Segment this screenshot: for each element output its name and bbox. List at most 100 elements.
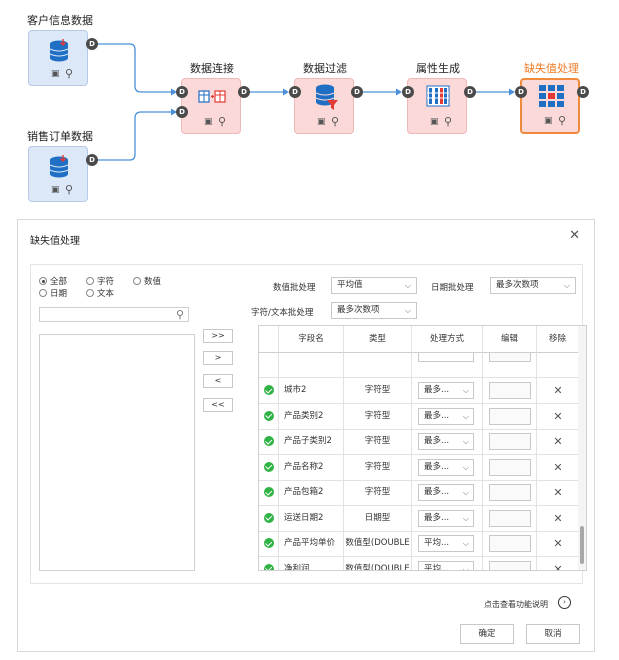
output-port[interactable]: D	[86, 154, 98, 166]
method-select[interactable]	[418, 353, 474, 362]
database-icon	[49, 155, 69, 178]
edit-input[interactable]	[489, 407, 531, 425]
radio-icon	[39, 289, 47, 297]
input-port[interactable]: D	[176, 106, 188, 118]
edit-input[interactable]	[489, 458, 531, 476]
operator-label-attribute: 属性生成	[416, 62, 460, 75]
operator-node-filter[interactable]: ▣ ⚲	[294, 78, 354, 134]
source-node-orders[interactable]: ▣ ⚲	[28, 146, 88, 202]
operator-node-attribute[interactable]: ▣ ⚲	[407, 78, 467, 134]
radio-all[interactable]: 全部	[39, 275, 67, 287]
edit-box[interactable]	[489, 353, 531, 362]
method-select[interactable]: 最多...⌵	[418, 407, 474, 425]
remove-icon[interactable]: ✕	[553, 537, 563, 550]
ok-button[interactable]: 确定	[460, 624, 514, 644]
magnifier-icon[interactable]: ⚲	[331, 115, 340, 128]
status-cell	[259, 531, 279, 556]
scrollbar[interactable]	[578, 326, 586, 570]
magnifier-icon[interactable]: ⚲	[218, 115, 227, 128]
source-node-customer[interactable]: ▣ ⚲	[28, 30, 88, 86]
edit-input[interactable]	[489, 433, 531, 450]
remove-icon[interactable]: ✕	[553, 562, 563, 571]
magnifier-icon[interactable]: ⚲	[558, 114, 567, 127]
remove-icon[interactable]: ✕	[553, 460, 563, 474]
remove-icon[interactable]: ✕	[553, 435, 563, 448]
preview-icon[interactable]: ▣	[51, 185, 60, 195]
output-port[interactable]: D	[238, 86, 250, 98]
columns-icon	[426, 85, 450, 107]
remove-icon[interactable]: ✕	[553, 486, 563, 499]
field-type-cell: 字符型	[344, 429, 412, 454]
radio-numeric[interactable]: 数值	[133, 275, 161, 287]
remove-icon[interactable]: ✕	[553, 409, 563, 423]
arrow-right-circle-icon[interactable]: ›	[558, 596, 571, 609]
edit-cell	[483, 403, 537, 429]
magnifier-icon[interactable]: ⚲	[444, 115, 453, 128]
chevron-down-icon: ⌵	[462, 539, 469, 548]
magnifier-icon[interactable]: ⚲	[65, 67, 74, 80]
chevron-down-icon: ⌵	[462, 386, 469, 395]
output-port[interactable]: D	[577, 86, 589, 98]
date-batch-select[interactable]: 最多次数项⌵	[490, 277, 576, 294]
edit-input[interactable]	[489, 560, 531, 570]
edit-cell	[483, 429, 537, 454]
input-port[interactable]: D	[176, 86, 188, 98]
available-fields-list[interactable]	[39, 334, 195, 571]
input-port[interactable]: D	[289, 86, 301, 98]
field-name-cell: 城市2	[279, 378, 344, 403]
cancel-button[interactable]: 取消	[526, 624, 580, 644]
edit-input[interactable]	[489, 382, 531, 399]
output-port[interactable]: D	[351, 86, 363, 98]
input-port[interactable]: D	[402, 86, 414, 98]
method-select[interactable]: 平均...⌵	[418, 535, 474, 552]
close-icon[interactable]: ✕	[569, 228, 580, 243]
edit-input[interactable]	[489, 535, 531, 552]
chevron-down-icon: ⌵	[404, 306, 411, 315]
method-cell: 最多...⌵	[412, 505, 483, 531]
method-select[interactable]: 最多...⌵	[418, 433, 474, 450]
radio-date[interactable]: 日期	[39, 287, 67, 299]
edit-input[interactable]	[489, 509, 531, 527]
output-port[interactable]: D	[464, 86, 476, 98]
method-select[interactable]: 最多...⌵	[418, 382, 474, 399]
move-left-button[interactable]: <	[203, 374, 233, 388]
operator-node-missing-value[interactable]: ▣ ⚲	[520, 78, 580, 134]
edit-cell	[483, 505, 537, 531]
field-name-cell: 产品平均单价	[279, 531, 344, 556]
operator-node-join[interactable]: ▣ ⚲	[181, 78, 241, 134]
chevron-down-icon: ⌵	[563, 281, 570, 290]
field-type-cell: 字符型	[344, 454, 412, 480]
preview-icon[interactable]: ▣	[430, 117, 439, 127]
search-icon: ⚲	[175, 308, 184, 321]
method-select[interactable]: 平均...⌵	[418, 560, 474, 570]
edit-input[interactable]	[489, 484, 531, 501]
method-select[interactable]: 最多...⌵	[418, 509, 474, 527]
help-link[interactable]: 点击查看功能说明	[484, 600, 548, 609]
method-select[interactable]: 最多...⌵	[418, 484, 474, 501]
remove-icon[interactable]: ✕	[553, 511, 563, 525]
preview-icon[interactable]: ▣	[204, 117, 213, 127]
text-batch-select[interactable]: 最多次数项⌵	[331, 302, 417, 319]
output-port[interactable]: D	[86, 38, 98, 50]
move-all-right-button[interactable]: >>	[203, 329, 233, 343]
column-header-status	[259, 326, 279, 353]
radio-string[interactable]: 字符	[86, 275, 114, 287]
move-right-button[interactable]: >	[203, 351, 233, 365]
numeric-batch-select[interactable]: 平均值⌵	[331, 277, 417, 294]
input-port[interactable]: D	[515, 86, 527, 98]
chevron-down-icon: ⌵	[462, 411, 469, 421]
magnifier-icon[interactable]: ⚲	[65, 183, 74, 196]
remove-icon[interactable]: ✕	[553, 384, 563, 397]
move-all-left-button[interactable]: <<	[203, 398, 233, 412]
preview-icon[interactable]: ▣	[317, 117, 326, 127]
scrollbar-thumb[interactable]	[580, 526, 584, 564]
preview-icon[interactable]: ▣	[51, 69, 60, 79]
radio-text[interactable]: 文本	[86, 287, 114, 299]
method-select[interactable]: 最多...⌵	[418, 458, 474, 476]
field-search-input[interactable]: ⚲	[39, 307, 189, 322]
preview-icon[interactable]: ▣	[544, 116, 553, 126]
